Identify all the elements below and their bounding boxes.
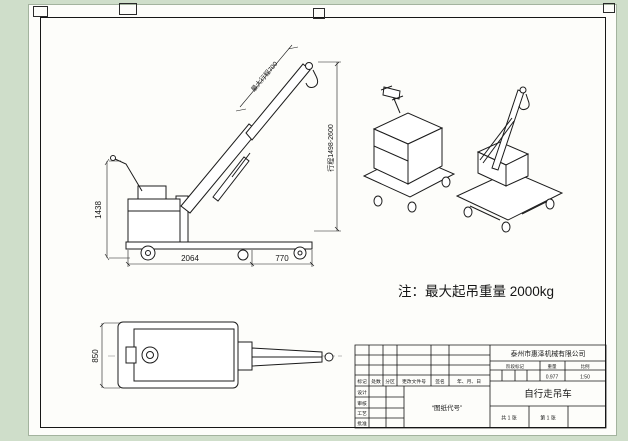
dim-length: 2064 (181, 254, 199, 263)
tb-sheet-index: 第 1 张 (540, 415, 556, 422)
dim-height: 1438 (94, 201, 103, 219)
tb-product: 自行走吊车 (524, 388, 572, 400)
tb-col-signature: 签名 (435, 378, 445, 385)
tb-col-date: 年、月、日 (457, 378, 481, 385)
tb-row-review: 审核 (357, 400, 367, 407)
title-block: 标记 处数 分区 更改文件号 签名 年、月、日 设计 审核 工艺 批准 “图纸代… (354, 344, 607, 429)
dim-lift-range: 行程1498-2600 (326, 124, 335, 172)
tb-scale-label: 比例 (581, 363, 590, 370)
tb-row-process: 工艺 (357, 411, 367, 417)
tb-col-zone: 分区 (385, 378, 395, 385)
isometric-view-2 (455, 86, 564, 233)
fold-mark (603, 3, 615, 13)
isometric-view-1 (362, 85, 456, 213)
tb-weight-value: 0.977 (546, 375, 559, 381)
tb-weight-label: 重量 (548, 363, 557, 370)
tb-col-change-file: 更改文件号 (402, 378, 426, 385)
dim-front: 770 (275, 254, 289, 263)
tb-row-approve: 批准 (357, 420, 367, 427)
tb-company: 泰州市惠泽机械有限公司 (511, 349, 586, 358)
tb-scale-value: 1:50 (580, 375, 590, 381)
side-view (110, 62, 319, 261)
tb-stage-label: 阶段标记 (506, 363, 524, 370)
dim-boom-travel: 最大行程700 (249, 59, 280, 93)
drawing-border-frame (40, 17, 606, 428)
tb-col-mark: 标记 (357, 378, 367, 385)
top-view (108, 321, 342, 389)
dim-width: 850 (91, 349, 100, 363)
fold-mark (119, 3, 137, 15)
fold-mark (313, 8, 325, 19)
tb-sheet-total: 共 1 张 (501, 415, 517, 422)
fold-mark (33, 6, 48, 17)
note-text: 注：最大起吊重量 2000kg (398, 284, 554, 299)
tb-drawing-code: “图纸代号” (432, 403, 462, 412)
tb-row-design: 设计 (357, 389, 367, 396)
tb-col-count: 处数 (371, 378, 381, 385)
